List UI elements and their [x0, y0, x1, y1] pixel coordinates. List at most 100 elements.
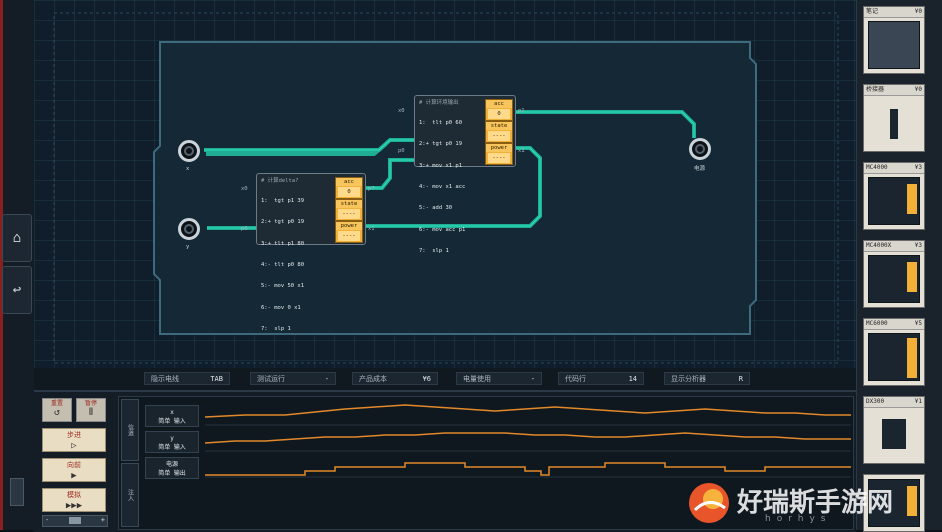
register-name: state [486, 122, 512, 130]
chip-delta-port-x0: x0 [241, 186, 248, 192]
forward-icon: ▶ [71, 471, 77, 481]
simulate-icon: ▶▶▶ [65, 501, 83, 511]
bridge-thumbnail [868, 99, 920, 147]
chip-env-code[interactable]: 1: tlt p0 60 2:+ tgt p0 19 3:+ mov x1 p1… [419, 106, 465, 269]
wave-grid [205, 424, 851, 478]
wire-highlight-group [204, 111, 695, 229]
board-svg [53, 12, 839, 364]
part-card-note[interactable]: 笔记¥0 [863, 6, 925, 74]
speed-slider[interactable]: - + [42, 515, 108, 527]
register-bar [907, 262, 917, 292]
chip-env-port-p0: p0 [398, 148, 405, 154]
tab-signals[interactable]: 信道 [121, 399, 139, 461]
chip-delta-title: # 计算delta? [261, 178, 299, 184]
toolbar-value: ¥6 [422, 375, 431, 383]
chip-env-port-p1: p1 [518, 108, 525, 114]
input-y-pin[interactable] [178, 218, 200, 240]
pcb-substrate [153, 41, 757, 335]
part-card-more[interactable] [863, 474, 925, 532]
note-thumbnail [868, 21, 920, 69]
register-name: acc [336, 178, 362, 186]
product-cost: 产品成本 ¥6 [352, 372, 438, 385]
chip-delta-port-p: p? [368, 186, 375, 192]
register-bar [907, 486, 917, 516]
output-power-pin[interactable] [689, 138, 711, 160]
register-name: state [336, 200, 362, 208]
input-y-label: y [186, 244, 190, 250]
toolbar-label: 显示分析器 [671, 375, 706, 383]
chip-delta-code[interactable]: 1: tgt p1 39 2:+ tgt p0 19 3:+ tlt p1 80… [261, 184, 304, 347]
toggle-wires-button[interactable]: 隐示电线 TAB [144, 372, 230, 385]
dx300-shape [882, 419, 906, 449]
part-card-mc4000x[interactable]: MC4000X ¥3 [863, 240, 925, 308]
tab-inject[interactable]: 注入 [121, 463, 139, 527]
part-price: ¥1 [914, 398, 922, 405]
toolbar-label: 代码行 [565, 375, 586, 383]
slider-thumb[interactable] [69, 517, 81, 524]
zoom-minus[interactable]: - [45, 516, 50, 524]
part-header: 桥接器 ¥0 [864, 85, 924, 96]
zoom-plus[interactable]: + [100, 516, 105, 524]
show-analyzer-button[interactable]: 显示分析器 R [664, 372, 750, 385]
part-price: ¥3 [914, 242, 922, 249]
part-price: ¥0 [914, 86, 922, 93]
dx300-thumbnail [868, 411, 920, 459]
register-value: ---- [338, 231, 360, 241]
part-name: 笔记 [866, 8, 879, 15]
part-price: ¥5 [914, 320, 922, 327]
bridge-shape [890, 109, 898, 139]
part-name: MC4000X [866, 242, 892, 249]
home-button[interactable]: ⌂ [2, 214, 32, 262]
test-run-button[interactable]: 测试运行- [250, 372, 336, 385]
reset-button[interactable]: 重置↺ [42, 398, 72, 422]
register-state: state---- [335, 199, 363, 221]
toolbar-value: R [738, 375, 743, 383]
scroll-handle[interactable] [10, 478, 24, 506]
mc4000-thumbnail [868, 177, 920, 225]
part-card-mc4000[interactable]: MC4000 ¥3 [863, 162, 925, 230]
left-sidebar: ⌂ ↩ [0, 0, 35, 530]
wave-power [205, 462, 851, 476]
part-card-bridge[interactable]: 桥接器 ¥0 [863, 84, 925, 152]
forward-button[interactable]: 向前▶ [42, 458, 106, 482]
part-card-dx300[interactable]: DX300¥1 [863, 396, 925, 464]
chip-env-output[interactable]: # 计算环境输出 1: tlt p0 60 2:+ tgt p0 19 3:+ … [414, 95, 516, 254]
toolbar-label: 隐示电线 [151, 375, 179, 383]
wave-y [205, 432, 851, 444]
step-button[interactable]: 步进 ▷ [42, 428, 106, 452]
chip-delta[interactable]: # 计算delta? 1: tgt p1 39 2:+ tgt p0 19 3:… [256, 173, 366, 332]
part-name: MC4000 [866, 164, 888, 171]
step-icon: ▷ [71, 441, 77, 451]
input-x-pin[interactable] [178, 140, 200, 162]
register-value: ---- [338, 209, 360, 219]
code-line: 7: slp 1 [261, 325, 291, 332]
part-name: MC6000 [866, 320, 888, 327]
wave-name: 电源 [165, 461, 178, 468]
simulate-label: 模拟 [67, 491, 81, 499]
pause-icon: Ⅱ [88, 407, 94, 418]
part-card-mc6000[interactable]: MC6000 ¥5 [863, 318, 925, 386]
code-line: 2:+ tgt p0 19 [419, 141, 463, 148]
register-bar [907, 184, 917, 214]
simulate-button[interactable]: 模拟 ▶▶▶ [42, 488, 106, 512]
toolbar-label: 产品成本 [359, 375, 387, 383]
undo-button[interactable]: ↩ [2, 266, 32, 314]
step-label: 步进 [67, 431, 81, 439]
part-price: ¥3 [914, 164, 922, 171]
register-value: ---- [488, 131, 510, 141]
reset-icon: ↺ [53, 407, 61, 418]
part-name: 桥接器 [866, 86, 885, 93]
chip-env-port-x1: x1 [518, 148, 525, 154]
watermark: 好瑞斯手游网 horhys [685, 478, 935, 528]
register-name: acc [486, 100, 512, 108]
code-line: 5:- add 30 [419, 205, 453, 212]
more-thumbnail [868, 479, 920, 527]
toolbar-value: TAB [210, 375, 223, 383]
output-power-label: 电源 [694, 166, 706, 172]
wave-name: y [170, 435, 174, 442]
toolbar-label: 电量使用 [463, 375, 491, 383]
